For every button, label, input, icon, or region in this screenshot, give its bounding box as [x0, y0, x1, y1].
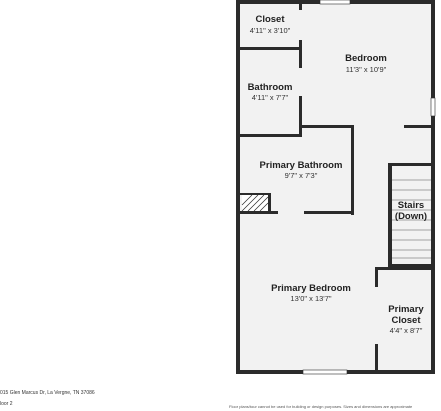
- hatched-shaft: [240, 193, 271, 213]
- outer-wall-right: [431, 0, 435, 374]
- room-stairs-line1: Stairs: [398, 200, 424, 211]
- room-bedroom-dims: 11'3" x 10'9": [346, 65, 387, 74]
- room-bathroom-name: Bathroom: [248, 82, 293, 93]
- floor-caption: loor 2: [0, 401, 13, 407]
- room-stairs-line2: (Down): [395, 211, 427, 222]
- wall-bedroom-bottom-left: [299, 125, 353, 128]
- floor-area: [238, 2, 433, 370]
- wall-closet-bottom: [238, 47, 302, 50]
- room-primary-closet-line2: Closet: [391, 315, 421, 326]
- room-primary-bedroom-dims: 13'0" x 13'7": [290, 294, 331, 303]
- wall-closet-right-lower: [299, 40, 302, 50]
- wall-primary-bath-right: [351, 125, 354, 215]
- wall-primary-closet-top: [375, 267, 433, 270]
- window-top: [319, 0, 351, 5]
- room-primary-closet-line1: Primary: [388, 304, 424, 315]
- disclaimer-caption: Floor plans/tour cannot be used for buil…: [229, 404, 413, 409]
- window-right: [430, 97, 436, 117]
- room-primary-bedroom-name: Primary Bedroom: [271, 283, 351, 294]
- wall-primary-bath-bottom-right: [304, 211, 354, 214]
- wall-closet-right-upper: [299, 0, 302, 10]
- window-bottom: [302, 369, 348, 375]
- wall-stairs-top: [388, 163, 433, 166]
- wall-primary-bath-bottom-left: [238, 211, 278, 214]
- room-closet-dims: 4'11" x 3'10": [250, 26, 291, 35]
- room-primary-bathroom-dims: 9'7" x 7'3": [285, 171, 318, 180]
- room-bedroom-name: Bedroom: [345, 53, 387, 64]
- wall-bedroom-bottom-right: [404, 125, 433, 128]
- wall-primary-closet-left-upper: [375, 267, 378, 287]
- room-primary-bathroom-name: Primary Bathroom: [260, 160, 343, 171]
- wall-primary-closet-left-lower: [375, 344, 378, 372]
- stair-treads: [392, 179, 431, 259]
- wall-bathroom-right-lower: [299, 96, 302, 136]
- room-closet-name: Closet: [255, 14, 285, 25]
- wall-stairs-bottom: [388, 264, 433, 267]
- room-bathroom-dims: 4'11" x 7'7": [252, 93, 289, 102]
- room-primary-closet-dims: 4'4" x 8'7": [390, 326, 423, 335]
- wall-bathroom-right-upper: [299, 50, 302, 68]
- outer-wall-left: [236, 0, 240, 374]
- wall-bathroom-bottom: [238, 134, 302, 137]
- wall-stairs-left: [388, 163, 392, 267]
- address-caption: 015 Glen Marcus Dr, La Vergne, TN 37086: [0, 390, 95, 396]
